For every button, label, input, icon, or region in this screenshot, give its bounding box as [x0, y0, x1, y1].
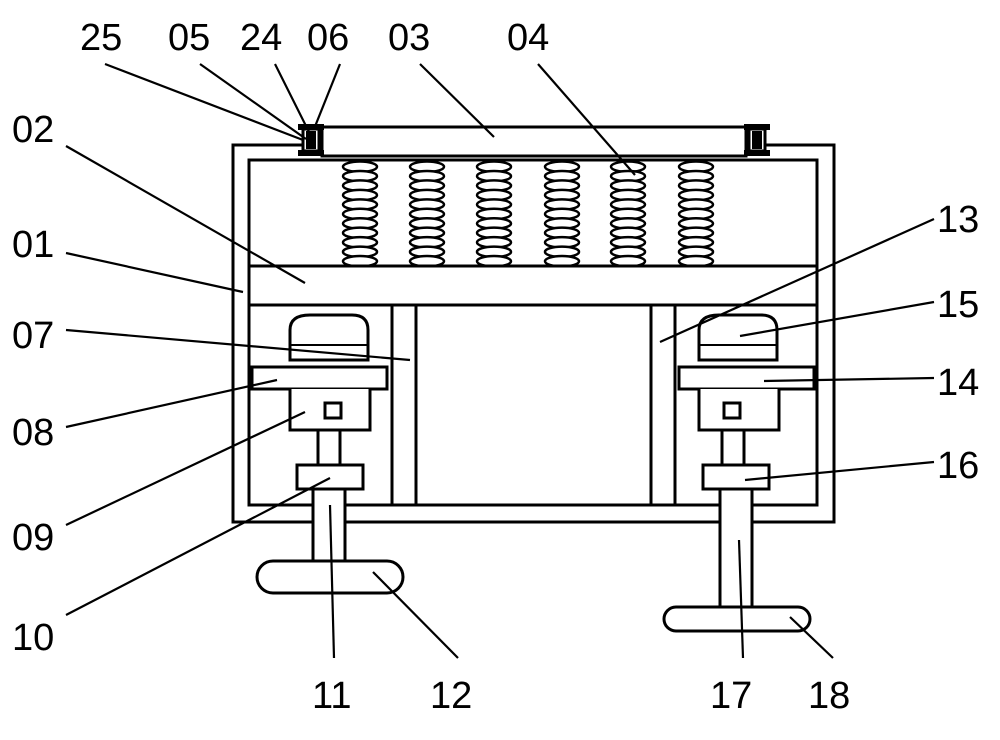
leader-lines	[65, 62, 935, 659]
label-08: 08	[12, 412, 54, 454]
label-11: 11	[312, 675, 351, 717]
left-clamp	[298, 124, 324, 156]
spring	[609, 160, 647, 268]
label-13: 13	[937, 199, 979, 241]
central-chamber	[390, 303, 677, 507]
label-05: 05	[168, 17, 210, 59]
right-guide-rail	[649, 303, 677, 507]
spring	[543, 160, 581, 268]
label-14: 14	[937, 362, 979, 404]
label-16: 16	[937, 445, 979, 487]
label-01: 01	[12, 224, 54, 266]
label-04: 04	[507, 17, 549, 59]
spring	[408, 160, 446, 268]
label-24: 24	[240, 17, 282, 59]
spring	[341, 160, 379, 268]
middle-plate	[247, 264, 819, 307]
label-07: 07	[12, 315, 54, 357]
label-02: 02	[12, 109, 54, 151]
label-09: 09	[12, 517, 54, 559]
right-clamp	[744, 124, 770, 156]
top-plate	[320, 125, 748, 158]
springs	[341, 160, 715, 268]
label-18: 18	[808, 675, 850, 717]
label-03: 03	[388, 17, 430, 59]
right-motor-assembly	[662, 313, 816, 633]
label-25: 25	[80, 17, 122, 59]
label-10: 10	[12, 617, 54, 659]
label-12: 12	[430, 675, 472, 717]
left-guide-rail	[390, 303, 418, 507]
label-17: 17	[710, 675, 752, 717]
label-15: 15	[937, 284, 979, 326]
label-06: 06	[307, 17, 349, 59]
left-motor-assembly	[250, 313, 405, 595]
spring	[677, 160, 715, 268]
part-labels: 25 05 24 06 03 04 02 01 07 08 09 10 11 1…	[12, 17, 979, 717]
spring	[475, 160, 513, 268]
